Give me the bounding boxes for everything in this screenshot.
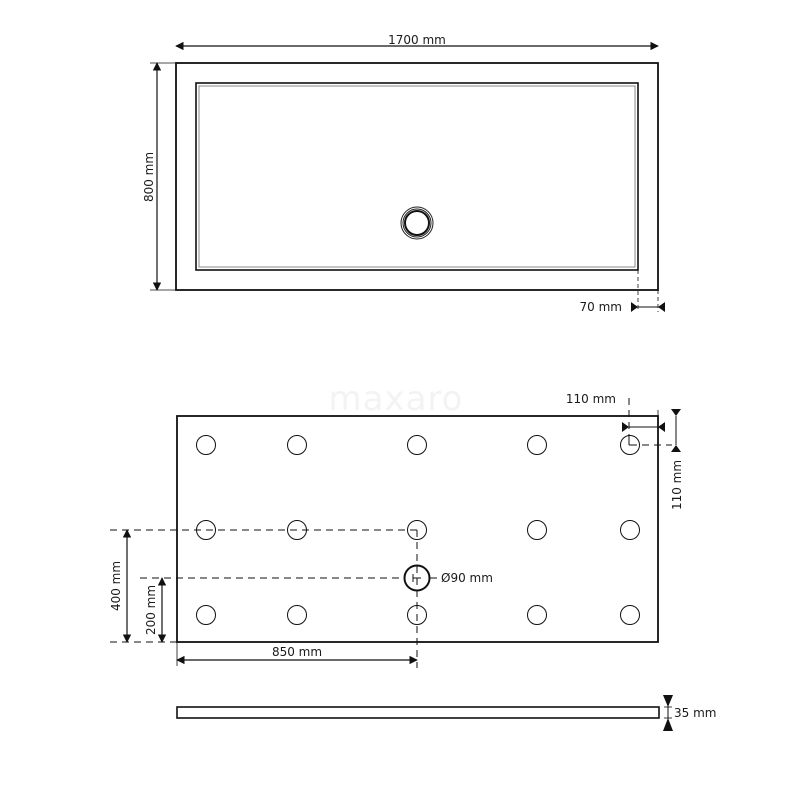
tray-inner-basin bbox=[195, 82, 639, 271]
foot-icon bbox=[620, 520, 640, 540]
side-view: 35 mm bbox=[176, 695, 716, 731]
tray-outer-outline bbox=[175, 62, 659, 291]
row-spacing-label: 400 mm bbox=[109, 561, 123, 611]
foot-offset-y-label: 110 mm bbox=[670, 460, 684, 510]
drain-circle-icon bbox=[400, 206, 434, 240]
foot-icon bbox=[527, 605, 547, 625]
width-label: 1700 mm bbox=[388, 33, 446, 47]
drain-offset-x-label: 850 mm bbox=[272, 645, 322, 659]
drain-diameter-label: Ø90 mm bbox=[441, 571, 493, 585]
foot-icon bbox=[196, 435, 216, 455]
foot-icon bbox=[527, 520, 547, 540]
support-feet bbox=[196, 435, 640, 625]
depth-label: 800 mm bbox=[142, 152, 156, 202]
foot-icon bbox=[620, 435, 640, 455]
foot-icon bbox=[287, 435, 307, 455]
rim-width-label: 70 mm bbox=[580, 300, 622, 314]
drain-offset-y-label: 200 mm bbox=[144, 585, 158, 635]
maxaro-watermark: maxaro bbox=[329, 379, 464, 419]
foot-icon bbox=[527, 435, 547, 455]
foot-icon bbox=[407, 435, 427, 455]
thickness-label: 35 mm bbox=[674, 706, 716, 720]
top-view: 1700 mm 800 mm 70 mm bbox=[142, 33, 665, 314]
foot-icon bbox=[196, 605, 216, 625]
foot-icon bbox=[620, 605, 640, 625]
foot-offset-x-label: 110 mm bbox=[566, 392, 616, 406]
foot-icon bbox=[407, 520, 427, 540]
foot-icon bbox=[287, 605, 307, 625]
tray-side-profile bbox=[176, 706, 660, 719]
bottom-view: maxaro bbox=[109, 379, 684, 668]
